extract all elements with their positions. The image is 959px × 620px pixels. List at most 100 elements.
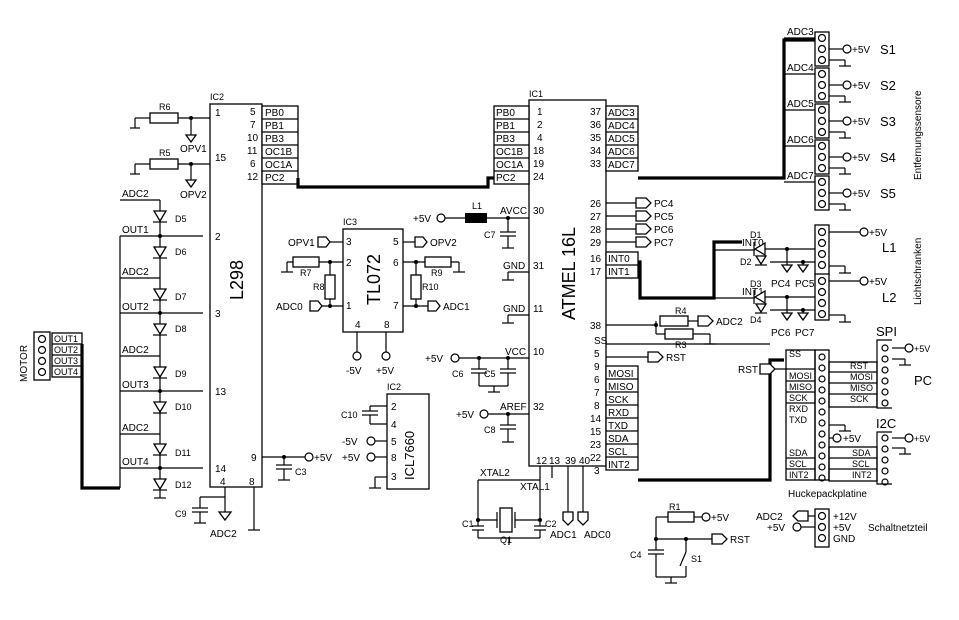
sensor-supply-1: +5V (852, 45, 870, 56)
l298-vcc-label: +5V (314, 453, 332, 464)
tl072-pin-1: 1 (346, 301, 352, 312)
pig-holes-hole (818, 375, 826, 383)
atmel-sig-oc1a: OC1A (496, 160, 524, 171)
sensor-name-2: S2 (880, 78, 896, 93)
i2c-connector: I2C +5V (876, 416, 930, 486)
icl7660-pos-label: +5V (342, 453, 360, 464)
xtal1-label: XTAL1 (520, 482, 550, 493)
atmel-pin-11: 11 (533, 304, 544, 315)
psu-adc2: ADC2 (756, 512, 783, 523)
atmel-pin-23: 23 (590, 440, 602, 451)
c2-label: C2 (545, 519, 557, 529)
d5-label: D5 (175, 214, 187, 224)
psu-connector: ADC2 +5V +12V +5V GND Schaltnetzteil (756, 508, 927, 548)
atmel-sig-adc4: ADC4 (608, 121, 635, 132)
motor-pin-out3: OUT3 (54, 356, 78, 366)
atmel-pin-32: 32 (533, 402, 545, 413)
atmel-sig-adc6: ADC6 (608, 147, 635, 158)
atmel-sig-pb3: PB3 (496, 134, 515, 145)
l298-name: L298 (227, 260, 247, 300)
adc2-label-r4: ADC2 (716, 317, 743, 328)
atmel-pin-15: 15 (590, 427, 602, 438)
l298-pin-13: 13 (215, 387, 227, 398)
sensor-supply-4: +5V (852, 153, 870, 164)
d11-label: D11 (175, 448, 191, 458)
atmel-flag-pc6: PC6 (654, 225, 674, 236)
r6-label: R6 (159, 102, 171, 112)
tl072-ref: IC3 (343, 217, 357, 227)
sensors-title: Entfernungssensore (913, 90, 924, 180)
motor-pin-out2: OUT2 (54, 345, 78, 355)
atmel-pin-1: 1 (537, 107, 543, 118)
pig-left-txd: TXD (789, 415, 808, 425)
tl072-pin-7: 7 (393, 301, 399, 312)
r7-label: R7 (300, 268, 312, 278)
sensor-channel-2: ADC4 (787, 63, 814, 74)
l2-name: L2 (882, 290, 896, 305)
spi-title: SPI (876, 324, 897, 339)
atmel-pin-31: 31 (533, 261, 545, 272)
pig-i2c-supply: +5V (843, 434, 861, 445)
icl7660-pin-2: 2 (391, 402, 397, 413)
adc2-label-1: ADC2 (122, 189, 149, 200)
out3-label: OUT3 (122, 380, 149, 391)
sensor-name-3: S3 (880, 114, 896, 129)
atmel-sig-mosi: MOSI (608, 369, 634, 380)
icl7660-pin-3: 3 (391, 472, 397, 483)
c10-label: C10 (341, 410, 358, 420)
pig-right-miso: MISO (850, 383, 873, 393)
atmel-sig-rxd: RXD (608, 408, 629, 419)
atmel-pin-28: 28 (590, 225, 602, 236)
tl072-pin-4: 4 (355, 320, 361, 331)
icl7660-name: ICL7660 (402, 431, 417, 480)
pc5-flag: PC5 (795, 279, 815, 290)
atmel-sig-sck: SCK (608, 395, 629, 406)
pig-rst-flag: RST (738, 365, 758, 376)
l1-label: L1 (472, 201, 482, 211)
atmel-pin-33: 33 (590, 159, 602, 170)
pig-holes-hole (818, 430, 826, 438)
atmel-pin-14: 14 (590, 414, 602, 425)
pig-left-miso: MISO (789, 382, 812, 392)
tl072-pin-8: 8 (384, 320, 390, 331)
atmel-name: ATMEL 16L (559, 227, 579, 320)
atmel-gnd1-label: GND (503, 261, 525, 272)
c5-label: C5 (484, 369, 496, 379)
atmel-sig-adc3: ADC3 (608, 108, 635, 119)
l298-pin-8: 8 (249, 477, 255, 488)
psu-12v: +12V (833, 512, 857, 523)
atmel-pin-30: 30 (533, 206, 545, 217)
pig-left-mosi: MOSI (789, 371, 812, 381)
int1-label: INT1 (742, 287, 764, 298)
l298-pin-3: 3 (215, 309, 221, 320)
spi-holes-hole (881, 388, 889, 396)
sensor-supply-3: +5V (852, 117, 870, 128)
atmel-avcc-label: AVCC (500, 206, 527, 217)
q1-label: Q1 (500, 535, 512, 545)
l1-name: L1 (882, 240, 896, 255)
r3-label: R3 (675, 340, 687, 350)
l298-pin-1: 1 (215, 108, 221, 119)
atmel-pin-8: 8 (594, 401, 600, 412)
tl072-pin-3: 3 (346, 237, 352, 248)
atmel-ss-label: SS (594, 336, 608, 347)
atmel-pin-40: 40 (579, 456, 591, 467)
sensor-channel-5: ADC7 (787, 171, 814, 182)
i2c-title: I2C (876, 416, 896, 431)
tl072-pin-5: 5 (393, 237, 399, 248)
adc2-label-2: ADC2 (122, 267, 149, 278)
r9-label: R9 (431, 268, 443, 278)
pig-right-rst: RST (850, 361, 869, 371)
pc7-flag: PC7 (795, 328, 815, 339)
atmel-pin-35: 35 (590, 133, 602, 144)
tl072-neg-supply: -5V (346, 366, 362, 377)
c7-label: C7 (484, 230, 496, 240)
pig-left-scl: SCL (789, 459, 807, 469)
atmel-pin-2: 2 (537, 120, 543, 131)
tl072-pos-supply: +5V (376, 366, 394, 377)
out4-label: OUT4 (122, 457, 149, 468)
atmel-pin-39: 39 (565, 456, 577, 467)
d2-label: D2 (740, 257, 752, 267)
pig-right-scl: SCL (852, 459, 870, 469)
